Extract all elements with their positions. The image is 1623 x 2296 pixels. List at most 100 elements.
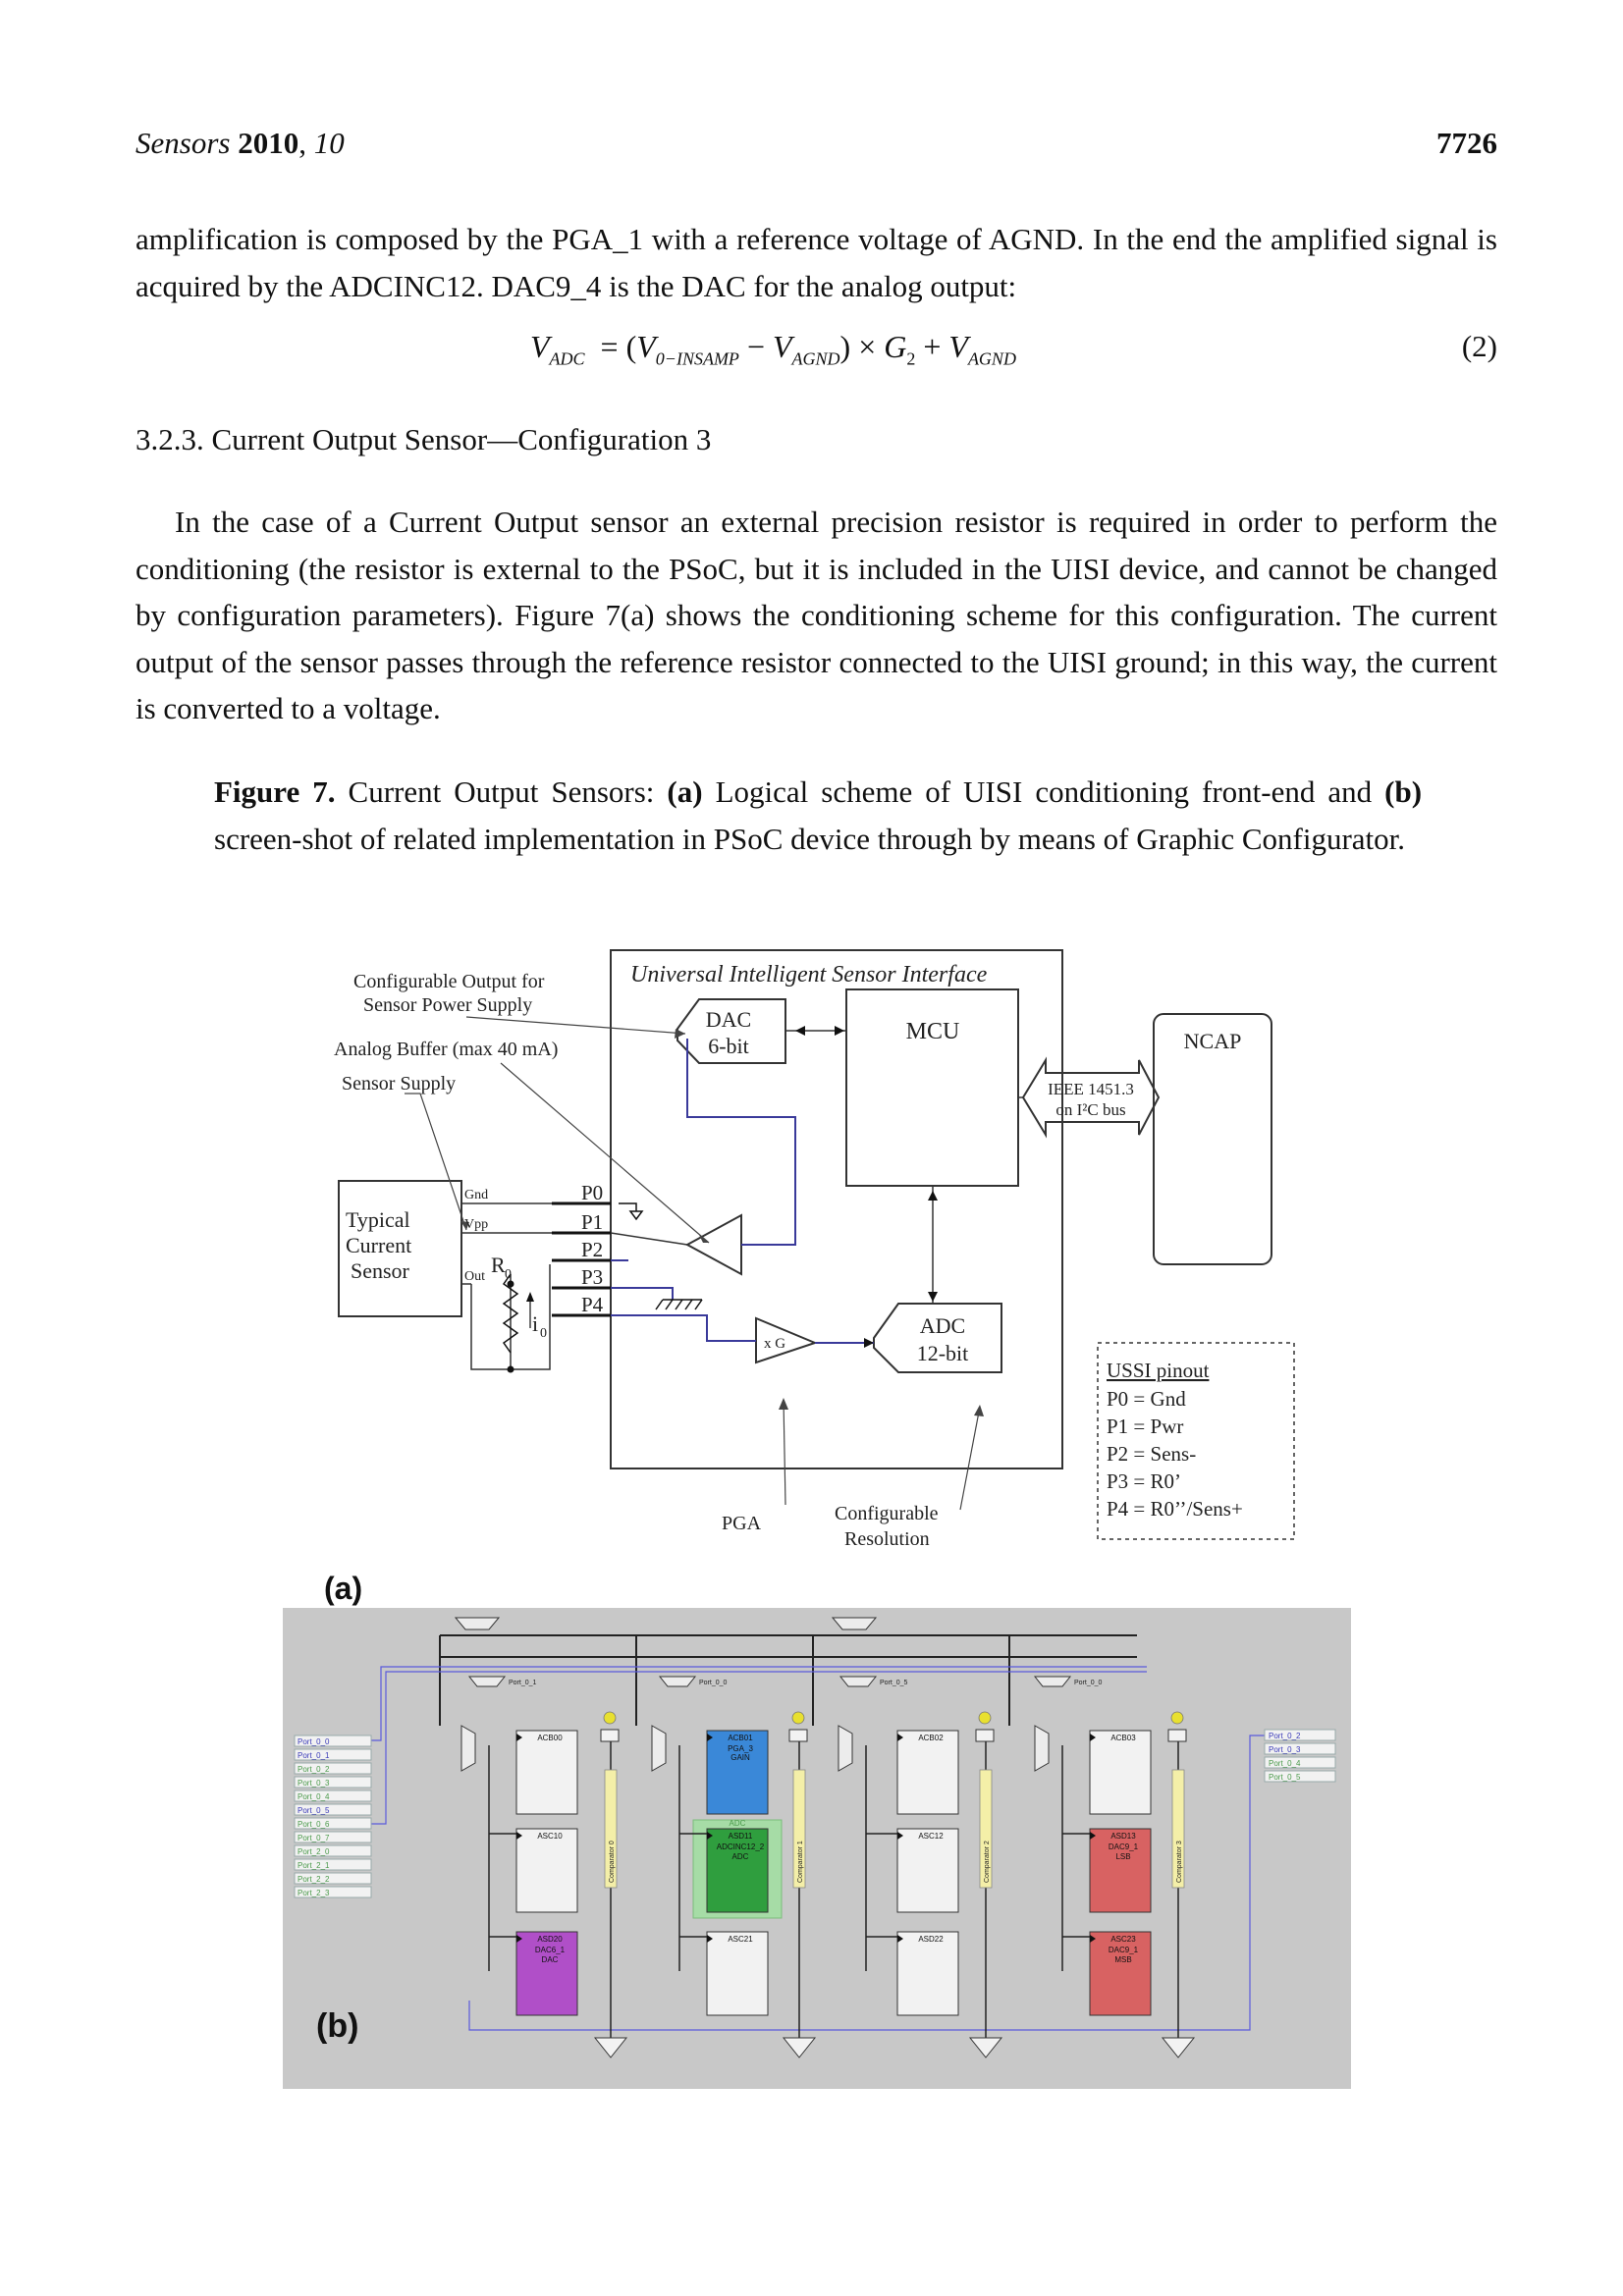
journal-year: 2010 xyxy=(238,126,299,160)
ieee-label-1: IEEE 1451.3 xyxy=(1048,1080,1134,1098)
svg-text:Port_0_2: Port_0_2 xyxy=(298,1765,330,1774)
label-res-2: Resolution xyxy=(844,1528,930,1550)
paragraph-2: In the case of a Current Output sensor a… xyxy=(135,505,1497,725)
svg-text:Port_0_0: Port_0_0 xyxy=(699,1680,728,1686)
pinout-title: USSI pinout xyxy=(1107,1359,1210,1382)
svg-text:Port_0_2: Port_0_2 xyxy=(1269,1732,1301,1740)
panel-label-a: (a) xyxy=(324,1571,363,1606)
svg-text:Port_2_0: Port_2_0 xyxy=(298,1847,330,1856)
svg-text:Port_2_2: Port_2_2 xyxy=(298,1875,330,1884)
port-p1: P1 xyxy=(581,1210,603,1234)
block-asd11 xyxy=(706,1828,769,1913)
svg-text:Port_0_5: Port_0_5 xyxy=(298,1806,330,1815)
svg-text:ASC10: ASC10 xyxy=(537,1832,563,1841)
label-res-1: Configurable xyxy=(835,1503,939,1524)
pinout-0: P0 = Gnd xyxy=(1107,1387,1186,1411)
svg-text:Port_2_1: Port_2_1 xyxy=(298,1861,330,1870)
svg-text:Port_0_5: Port_0_5 xyxy=(880,1680,908,1686)
figure-7b-screenshot: Port_0_1 Port_0_0 Port_0_5 Port_0_0 Port… xyxy=(283,1608,1351,2089)
svg-text:0: 0 xyxy=(505,1267,512,1282)
svg-text:MSB: MSB xyxy=(1114,1955,1131,1964)
svg-text:ACB00: ACB00 xyxy=(537,1734,563,1742)
uisi-box xyxy=(610,949,1063,1469)
sensor-text-1: Typical xyxy=(346,1207,410,1232)
ncap-box xyxy=(1153,1013,1272,1265)
pin-gnd: Gnd xyxy=(464,1188,488,1202)
svg-text:Port_0_7: Port_0_7 xyxy=(298,1834,330,1842)
svg-text:Port_0_1: Port_0_1 xyxy=(298,1751,330,1760)
block-asd20 xyxy=(515,1931,578,2016)
port-p4: P4 xyxy=(581,1293,604,1316)
svg-text:ACB02: ACB02 xyxy=(918,1734,944,1742)
svg-text:Port_0_3: Port_0_3 xyxy=(1269,1745,1301,1754)
sensor-box xyxy=(338,1180,462,1317)
svg-text:Port_0_5: Port_0_5 xyxy=(1269,1773,1301,1782)
svg-text:ASD20: ASD20 xyxy=(537,1935,563,1944)
block-acb00 xyxy=(515,1730,578,1815)
label-buffer: Analog Buffer (max 40 mA) xyxy=(334,1039,558,1060)
svg-text:Port_0_3: Port_0_3 xyxy=(298,1779,330,1788)
adc-label-2: 12-bit xyxy=(917,1341,969,1365)
svg-text:ADC: ADC xyxy=(732,1852,749,1861)
port-p2: P2 xyxy=(581,1238,603,1261)
journal-volume: 10 xyxy=(313,126,345,160)
sensor-text-3: Sensor xyxy=(351,1258,410,1283)
figure-caption: Figure 7. Current Output Sensors: (a) Lo… xyxy=(214,774,1423,856)
svg-text:Port_0_0: Port_0_0 xyxy=(1074,1680,1103,1686)
pin-vpp: Vpp xyxy=(464,1217,488,1232)
svg-text:Port_0_4: Port_0_4 xyxy=(298,1792,330,1801)
svg-text:PGA_3: PGA_3 xyxy=(728,1744,753,1753)
svg-text:GAIN: GAIN xyxy=(730,1753,750,1762)
page-number: 7726 xyxy=(1436,126,1497,160)
left-port-list: Port_0_0 Port_0_1 Port_0_2 Port_0_3 Port… xyxy=(294,1735,372,1898)
block-acb03 xyxy=(1089,1730,1152,1815)
equation-number: (2) xyxy=(1461,329,1497,363)
block-asc10 xyxy=(515,1828,578,1913)
port-p3: P3 xyxy=(581,1265,603,1289)
block-asd13 xyxy=(1089,1828,1152,1913)
ncap-label: NCAP xyxy=(1184,1029,1242,1053)
svg-text:ACB03: ACB03 xyxy=(1110,1734,1136,1742)
label-pga: PGA xyxy=(722,1513,762,1534)
sensor-text-2: Current xyxy=(346,1233,411,1257)
block-acb02 xyxy=(896,1730,959,1815)
dac-label-2: 6-bit xyxy=(708,1034,749,1058)
svg-text:ADC: ADC xyxy=(730,1819,746,1828)
svg-text:LSB: LSB xyxy=(1115,1852,1130,1861)
svg-text:Comparator 2: Comparator 2 xyxy=(984,1841,991,1883)
svg-text:ASC12: ASC12 xyxy=(918,1832,944,1841)
svg-text:Comparator 3: Comparator 3 xyxy=(1176,1841,1183,1883)
svg-text:DAC9_1: DAC9_1 xyxy=(1109,1842,1139,1851)
adc-label-1: ADC xyxy=(920,1313,965,1338)
screenshot-bg xyxy=(283,1608,1351,2089)
dac-shape xyxy=(676,998,786,1064)
running-header-left: Sensors 2010, 10 xyxy=(135,126,345,160)
pinout-1: P1 = Pwr xyxy=(1107,1415,1183,1438)
paragraph-1: amplification is composed by the PGA_1 w… xyxy=(135,222,1497,303)
block-asc23 xyxy=(1089,1931,1152,2016)
svg-text:ASD11: ASD11 xyxy=(729,1832,753,1841)
svg-text:ASC21: ASC21 xyxy=(728,1935,753,1944)
pinout-2: P2 = Sens- xyxy=(1107,1442,1196,1466)
svg-text:Port_0_6: Port_0_6 xyxy=(298,1820,330,1829)
pinout-4: P4 = R0’’/Sens+ xyxy=(1107,1497,1243,1521)
dac-label-1: DAC xyxy=(706,1007,751,1032)
svg-text:Port_0_1: Port_0_1 xyxy=(509,1680,537,1686)
mcu-label: MCU xyxy=(906,1019,960,1044)
pin-out: Out xyxy=(464,1269,485,1284)
svg-text:Comparator 0: Comparator 0 xyxy=(609,1841,616,1883)
gain-label: x G xyxy=(764,1336,785,1352)
equation-2: VADC = (V0−INSAMP − VAGND) × G2 + VAGND xyxy=(530,329,1016,369)
adc-shape xyxy=(873,1303,1002,1373)
block-asd22 xyxy=(896,1931,959,2016)
panel-label-b: (b) xyxy=(316,2007,359,2045)
label-r0: R xyxy=(491,1253,506,1277)
svg-text:Comparator 1: Comparator 1 xyxy=(797,1841,804,1883)
buffer-triangle xyxy=(684,1213,742,1276)
port-p0: P0 xyxy=(581,1181,603,1204)
ieee-label-2: on I²C bus xyxy=(1055,1100,1125,1119)
svg-text:ASD22: ASD22 xyxy=(918,1935,944,1944)
fig-a-title: Universal Intelligent Sensor Interface xyxy=(630,962,988,988)
block-asc12 xyxy=(896,1828,959,1913)
svg-text:DAC: DAC xyxy=(542,1955,559,1964)
